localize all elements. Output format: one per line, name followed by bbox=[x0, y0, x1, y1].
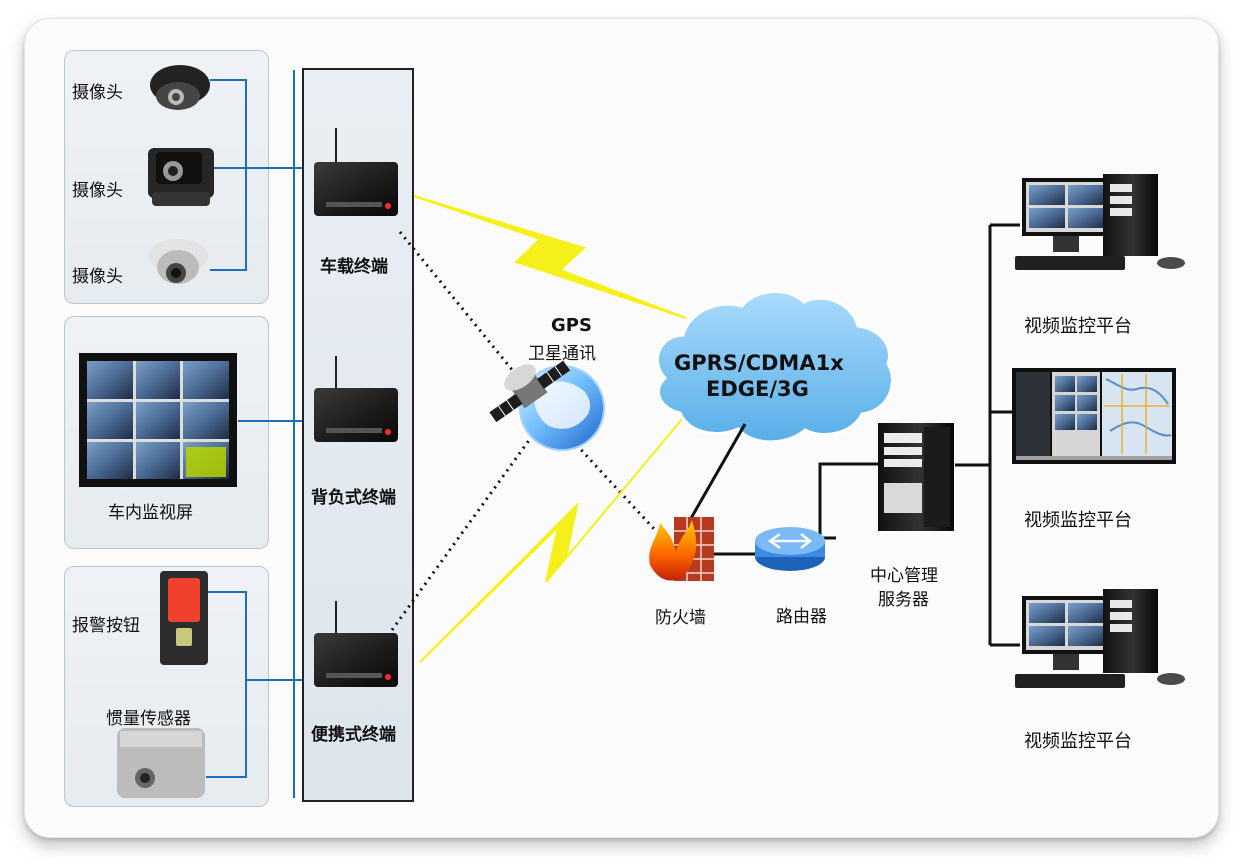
server-label-line-2: 服务器 bbox=[878, 590, 929, 610]
in-vehicle-monitor bbox=[79, 353, 237, 487]
sensor-label: 惯量传感器 bbox=[106, 709, 191, 729]
server-label-line-1: 中心管理 bbox=[870, 566, 938, 586]
firewall-label: 防火墙 bbox=[655, 608, 706, 628]
platform-map-screen bbox=[1012, 368, 1176, 464]
camera-dome-top bbox=[150, 65, 210, 110]
camera-label-3: 摄像头 bbox=[72, 267, 123, 287]
gps-subtitle: 卫星通讯 bbox=[528, 344, 596, 364]
vehicle-terminal-device bbox=[314, 128, 398, 216]
camera-label-1: 摄像头 bbox=[72, 83, 123, 103]
terminal-devices bbox=[314, 128, 398, 687]
portable-terminal-device bbox=[314, 601, 398, 687]
router-label: 路由器 bbox=[776, 607, 827, 627]
router-device bbox=[755, 527, 825, 571]
central-server-device bbox=[878, 423, 954, 531]
central-network-lines bbox=[688, 223, 1020, 647]
platform-workstation-top bbox=[1015, 174, 1185, 270]
left-blue-wiring bbox=[206, 70, 302, 798]
network-cloud bbox=[655, 289, 894, 444]
camera-box-middle bbox=[148, 148, 214, 206]
network-line-1: GPRS/CDMA1x bbox=[674, 351, 844, 375]
alarm-button bbox=[160, 571, 208, 665]
backpack-terminal-label: 背负式终端 bbox=[311, 488, 396, 508]
network-line-2: EDGE/3G bbox=[706, 377, 809, 401]
screen-label: 车内监视屏 bbox=[108, 503, 193, 523]
platform-label-bottom: 视频监控平台 bbox=[1024, 731, 1132, 752]
platform-label-top: 视频监控平台 bbox=[1024, 316, 1132, 337]
alarm-label: 报警按钮 bbox=[72, 616, 140, 636]
firewall-device bbox=[649, 517, 714, 581]
gps-title: GPS bbox=[551, 315, 592, 336]
portable-terminal-label: 便携式终端 bbox=[311, 725, 396, 745]
platform-label-middle: 视频监控平台 bbox=[1024, 510, 1132, 531]
platform-workstation-bottom bbox=[1015, 589, 1185, 688]
inertial-sensor bbox=[117, 728, 205, 798]
camera-label-2: 摄像头 bbox=[72, 181, 123, 201]
backpack-terminal-device bbox=[314, 356, 398, 442]
vehicle-terminal-label: 车载终端 bbox=[320, 257, 388, 277]
gps-dotted-links bbox=[390, 231, 657, 631]
gps-satellite-globe bbox=[489, 360, 605, 451]
camera-dome-bottom bbox=[148, 239, 208, 284]
